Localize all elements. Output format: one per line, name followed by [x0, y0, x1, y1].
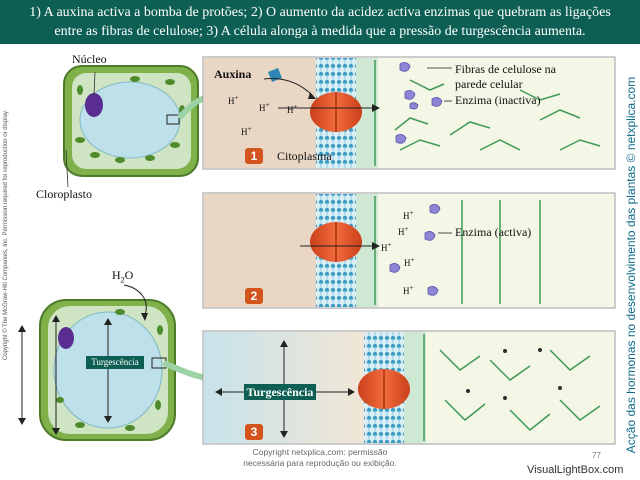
- step-badge-1: [245, 148, 263, 164]
- header-banner: 1) A auxina activa a bomba de protões; 2…: [0, 0, 640, 44]
- label-cloroplasto: Cloroplasto: [36, 187, 92, 201]
- side-caption-left: Copyright © The McGraw-Hill Companies, I…: [0, 90, 12, 380]
- header-line-1: 1) A auxina activa a bomba de protões; 2…: [29, 5, 611, 20]
- label-auxina: Auxina: [214, 67, 252, 81]
- proton-ion: H+: [228, 93, 239, 106]
- footer-line-2: necessária para reprodução ou exibição.: [243, 458, 397, 468]
- step-number-2: 2: [250, 289, 258, 303]
- step-badge-3: [245, 424, 263, 440]
- label-turgescencia-big: Turgescência: [244, 384, 316, 400]
- proton-ion: H+: [381, 240, 392, 253]
- label-enzima-inactiva: Enzima (inactiva): [455, 93, 541, 107]
- label-nucleo: Núcleo: [72, 52, 107, 66]
- page-number: 77: [592, 451, 601, 460]
- watermark: VisualLightBox.com: [527, 464, 624, 476]
- footer-line-1: Copyright netxplica.com: permissão: [252, 447, 388, 457]
- step-number-1: 1: [250, 149, 258, 163]
- panel-step-1: [202, 56, 616, 170]
- footer-copyright: Copyright netxplica.com: permissão neces…: [210, 447, 430, 469]
- panel-step-2: [202, 192, 616, 309]
- side-caption-right-text: Acção das hormonas no desenvolvimento da…: [624, 76, 638, 454]
- panel-step-3: [202, 330, 616, 445]
- label-turgescencia-small: Turgescência: [86, 356, 144, 369]
- proton-ion: H+: [241, 124, 252, 137]
- plant-cell-3: [18, 284, 217, 441]
- proton-ion: H+: [287, 102, 298, 115]
- header-line-2: entre as fibras de celulose; 3) A célula…: [54, 24, 586, 39]
- nucleus-shape: [85, 93, 103, 117]
- proton-ion: H+: [259, 100, 270, 113]
- label-citoplasma: Citoplasma: [277, 149, 332, 163]
- side-caption-right: Acção das hormonas no desenvolvimento da…: [620, 60, 640, 470]
- proton-ion: H+: [403, 283, 414, 296]
- plant-cell-1: [63, 65, 220, 188]
- label-fibras-line2: parede celular: [455, 77, 523, 91]
- step-number-3: 3: [250, 425, 258, 439]
- proton-ion: H+: [398, 224, 409, 237]
- label-fibras-line1: Fibras de celulose na: [455, 62, 556, 76]
- proton-ion: H+: [403, 208, 414, 221]
- label-h2o: H2O: [112, 268, 134, 285]
- label-enzima-activa: Enzima (activa): [455, 225, 532, 239]
- side-caption-left-text: Copyright © The McGraw-Hill Companies, I…: [3, 109, 9, 361]
- proton-ion: H+: [404, 255, 415, 268]
- step-badge-2: [245, 288, 263, 304]
